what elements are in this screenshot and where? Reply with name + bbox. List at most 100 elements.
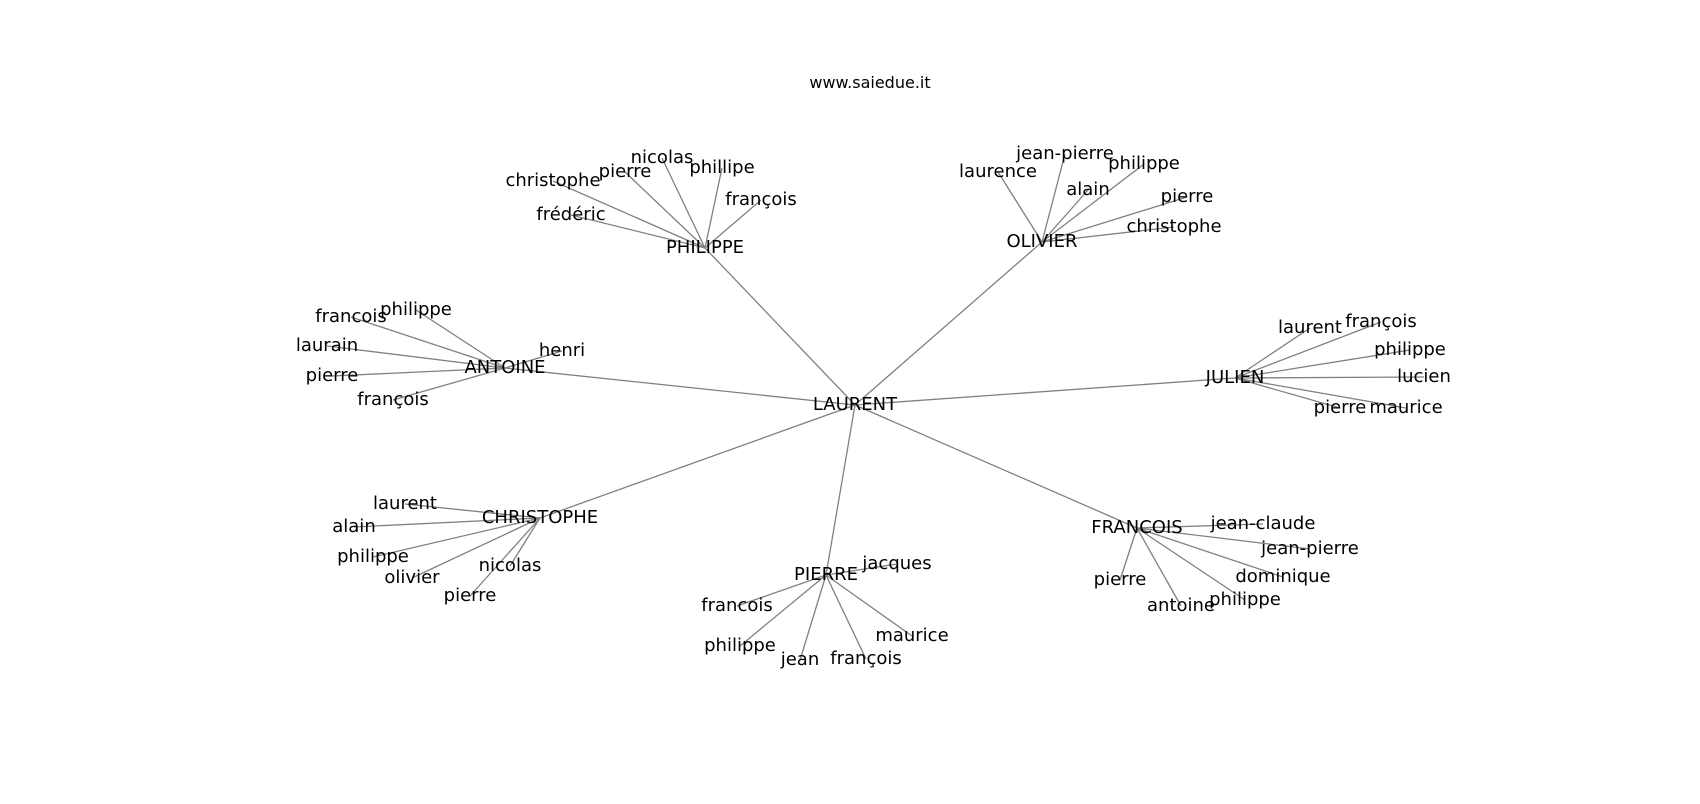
edge-pierre-0 [825,563,898,576]
edge-francois-2 [1136,527,1284,578]
leaf-node-label: philippe [704,635,776,656]
hub-node-label: FRANCOIS [1091,517,1182,538]
leaf-node-label: jean-pierre [1260,538,1359,559]
edge-christophe-2 [372,517,541,558]
edge-olivier-1 [997,171,1043,243]
leaf-node-label: laurence [959,161,1037,182]
edge-julien-0 [1234,327,1311,379]
leaf-node-label: pierre [1161,186,1214,207]
leaf-node-label: olivier [384,567,440,588]
leaf-node-label: alain [332,516,375,537]
hub-node-label: PIERRE [794,564,858,585]
leaf-node-label: pierre [1094,569,1147,590]
leaf-node-label: dominique [1235,566,1330,587]
hub-node-label: PHILIPPE [666,237,744,258]
leaf-node-label: alain [1066,179,1109,200]
edge-christophe-5 [469,517,541,597]
edge-francois-0 [1136,523,1264,529]
leaf-node-label: nicolas [479,555,542,576]
node-labels: LAURENTPHILIPPEnicolasphillipechristophe… [296,143,1451,670]
edge-pierre-5 [825,574,867,660]
edge-pierre-3 [739,574,827,647]
edge-pierre-4 [799,574,827,661]
leaf-node-label: henri [539,340,585,361]
edge-julien-1 [1234,321,1382,379]
site-label: www.saiedue.it [809,73,930,92]
leaf-node-label: christophe [505,170,600,191]
leaf-node-label: jean [780,649,820,670]
leaf-node-label: pierre [599,161,652,182]
edge-francois-5 [1136,527,1182,607]
leaf-node-label: christophe [1126,216,1221,237]
edge-center-julien [854,377,1236,406]
edge-antoine-5 [392,367,506,401]
leaf-node-label: pierre [444,585,497,606]
leaf-node-label: jean-claude [1210,513,1316,534]
edge-christophe-4 [509,517,541,567]
edge-center-pierre [825,404,856,576]
leaf-node-label: maurice [1369,397,1442,418]
edge-center-antoine [504,367,856,406]
leaf-node-label: françois [1345,311,1416,332]
edge-christophe-1 [353,517,541,528]
edge-center-christophe [539,404,856,519]
edge-center-olivier [854,241,1043,406]
edge-olivier-5 [1041,226,1175,243]
leaf-node-label: pierre [1314,397,1367,418]
leaf-node-label: frédéric [536,204,605,225]
leaf-node-label: francois [701,595,772,616]
hub-node-label: ANTOINE [464,357,545,378]
edges [326,153,1425,661]
leaf-node-label: françois [357,389,428,410]
leaf-node-label: philippe [1374,339,1446,360]
edge-pierre-2 [825,574,913,637]
edge-christophe-0 [404,503,541,519]
edge-francois-3 [1119,527,1138,581]
edge-antoine-2 [326,345,506,369]
leaf-node-label: françois [725,189,796,210]
edge-antoine-0 [415,309,506,369]
edge-antoine-1 [350,316,506,369]
edge-philippe-5 [570,214,706,249]
hub-node-label: OLIVIER [1006,231,1077,252]
edge-francois-1 [1136,527,1311,550]
center-node-label: LAURENT [813,394,898,415]
edge-philippe-1 [704,167,723,249]
edge-olivier-2 [1041,163,1145,243]
leaf-node-label: maurice [875,625,948,646]
edge-pierre-1 [736,574,827,607]
edge-philippe-2 [552,180,706,249]
leaf-node-label: lucien [1397,366,1451,387]
edge-julien-3 [1234,376,1425,379]
leaf-node-label: philippe [337,546,409,567]
edge-antoine-3 [504,350,563,369]
edge-julien-2 [1234,349,1411,379]
leaf-node-label: philippe [380,299,452,320]
leaf-node-label: laurain [296,335,358,356]
edge-center-francois [854,404,1138,529]
leaf-node-label: jean-pierre [1015,143,1114,164]
edge-philippe-4 [704,199,762,249]
edge-olivier-3 [1041,189,1089,243]
leaf-node-label: nicolas [631,147,694,168]
edge-philippe-3 [624,171,706,249]
edge-olivier-0 [1041,153,1066,243]
leaf-node-label: laurent [373,493,437,514]
edge-olivier-4 [1041,196,1188,243]
leaf-node-label: antoine [1147,595,1215,616]
leaf-node-label: françois [830,648,901,669]
leaf-node-label: jacques [861,553,931,574]
leaf-node-label: francois [315,306,386,327]
leaf-node-label: philippe [1209,589,1281,610]
edge-antoine-4 [331,367,506,377]
leaf-node-label: phillipe [689,157,754,178]
edge-francois-4 [1136,527,1246,601]
leaf-node-label: laurent [1278,317,1342,338]
leaf-node-label: philippe [1108,153,1180,174]
edge-julien-4 [1234,377,1341,409]
hub-node-label: JULIEN [1205,367,1265,388]
edge-julien-5 [1234,377,1407,409]
edge-center-philippe [704,247,856,406]
